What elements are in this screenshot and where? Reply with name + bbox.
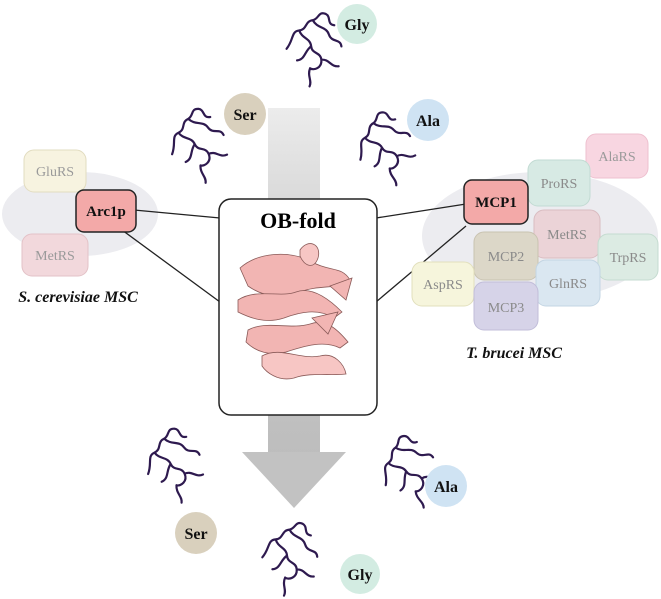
- right-member-mcp2: MCP2: [473, 231, 539, 281]
- trna-icon: [280, 7, 347, 92]
- trna-icon: [255, 516, 324, 599]
- aa-ser-top: Ser: [224, 93, 266, 135]
- svg-text:GluRS: GluRS: [36, 165, 74, 180]
- protein-structure: [237, 243, 353, 380]
- aa-gly-bottom: Gly: [340, 554, 380, 594]
- svg-text:Ala: Ala: [416, 113, 440, 130]
- svg-text:AspRS: AspRS: [423, 278, 463, 293]
- aa-ala-top: Ala: [407, 99, 449, 141]
- right-member-alars: AlaRS: [585, 133, 649, 179]
- aa-gly-top: Gly: [337, 4, 377, 44]
- svg-text:Gly: Gly: [348, 567, 373, 584]
- svg-text:Arc1p: Arc1p: [86, 204, 126, 220]
- svg-text:MCP3: MCP3: [488, 301, 525, 316]
- left-hub-arc1p: Arc1p: [75, 189, 137, 233]
- right-complex-caption: T. brucei MSC: [466, 345, 562, 362]
- svg-text:GlnRS: GlnRS: [549, 277, 587, 292]
- svg-text:ProRS: ProRS: [541, 177, 578, 192]
- right-member-mcp3: MCP3: [473, 281, 539, 331]
- svg-text:Ser: Ser: [233, 107, 256, 124]
- right-member-prors: ProRS: [527, 159, 591, 207]
- trna-icon: [164, 104, 233, 189]
- aa-ala-bottom: Ala: [425, 465, 467, 507]
- svg-text:Ser: Ser: [184, 526, 207, 543]
- svg-text:MetRS: MetRS: [547, 228, 587, 243]
- svg-text:AlaRS: AlaRS: [598, 150, 635, 165]
- svg-text:Ala: Ala: [434, 479, 458, 496]
- left-member-glurs: GluRS: [23, 149, 87, 193]
- svg-text:MCP1: MCP1: [475, 195, 517, 211]
- trna-icon: [139, 423, 209, 509]
- right-member-glnrs: GlnRS: [535, 259, 601, 307]
- svg-text:MCP2: MCP2: [488, 250, 525, 265]
- aa-ser-bottom: Ser: [175, 512, 217, 554]
- left-member-metrs: MetRS: [21, 233, 89, 277]
- svg-text:TrpRS: TrpRS: [610, 251, 647, 266]
- right-hub-mcp1: MCP1: [463, 179, 529, 225]
- right-member-metrs: MetRS: [533, 209, 601, 259]
- ob-fold-title: OB-fold: [260, 208, 336, 233]
- left-complex-caption: S. cerevisiae MSC: [18, 289, 138, 306]
- right-member-asprs: AspRS: [411, 261, 475, 307]
- svg-text:MetRS: MetRS: [35, 249, 75, 264]
- svg-text:Gly: Gly: [345, 17, 370, 34]
- right-member-trprs: TrpRS: [597, 233, 659, 281]
